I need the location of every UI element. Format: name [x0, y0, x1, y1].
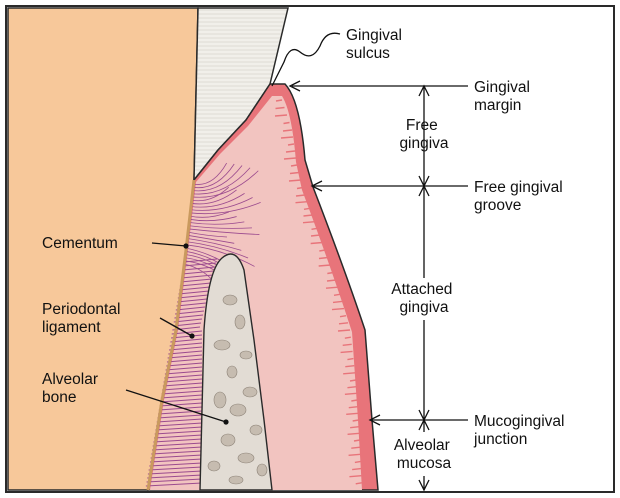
rete-peg [334, 294, 340, 295]
bone-pore [214, 340, 230, 350]
rete-peg [346, 413, 358, 414]
rete-peg [355, 461, 361, 462]
label-alveolar-mucosa: Alveolar mucosa [394, 437, 454, 472]
bone-pore [223, 295, 237, 305]
bone-pore [230, 404, 246, 416]
rete-peg [348, 433, 360, 434]
rete-peg [286, 151, 295, 152]
rete-peg [351, 400, 357, 401]
rete-peg [333, 301, 342, 302]
rete-peg [350, 380, 356, 381]
bone-pore [227, 366, 237, 378]
bone-pore [243, 387, 257, 397]
rete-peg [283, 130, 292, 131]
rete-peg [296, 195, 305, 196]
rete-peg [345, 393, 357, 394]
rete-peg [345, 337, 351, 338]
bone-pore [250, 425, 262, 435]
rete-peg [347, 387, 356, 388]
rete-peg [341, 351, 353, 352]
rete-peg [311, 235, 320, 236]
rete-peg [343, 344, 352, 345]
rete-peg [276, 108, 285, 109]
rete-peg [291, 165, 297, 166]
rete-peg [303, 222, 315, 223]
rete-peg [345, 366, 354, 367]
rete-peg [290, 173, 299, 174]
rete-peg [288, 144, 294, 145]
rete-peg [349, 407, 358, 408]
rete-peg [347, 359, 353, 360]
rete-peg [312, 228, 318, 229]
rete-peg [353, 420, 359, 421]
rete-peg [319, 265, 331, 266]
bone-pore [208, 461, 220, 471]
rete-peg [311, 243, 323, 244]
rete-peg [338, 330, 350, 331]
rete-peg [319, 250, 325, 251]
rete-peg [319, 258, 328, 259]
bone-pore [214, 392, 226, 408]
rete-peg [332, 309, 344, 310]
rete-peg [289, 180, 301, 181]
rete-peg [350, 427, 359, 428]
rete-peg [343, 373, 355, 374]
rete-peg [276, 100, 282, 101]
rete-peg [326, 287, 338, 288]
rete-peg [339, 323, 348, 324]
rete-peg [284, 123, 290, 124]
label-attached-gingiva: Attached gingiva [391, 281, 457, 316]
bone-pore [238, 453, 254, 463]
bone-pore [257, 464, 267, 476]
rete-peg [356, 483, 362, 484]
rete-peg [275, 115, 287, 116]
rete-peg [349, 454, 361, 455]
rete-peg [327, 280, 336, 281]
label-cementum: Cementum [42, 235, 118, 252]
bone-pore [240, 351, 252, 359]
rete-peg [349, 476, 361, 477]
rete-peg [296, 202, 308, 203]
rete-peg [352, 469, 361, 470]
rete-peg [340, 316, 346, 317]
label-free-gingiva: Free gingiva [399, 117, 448, 152]
rete-peg [304, 208, 310, 209]
bone-pore [221, 434, 235, 446]
bone-pore [235, 315, 245, 329]
rete-peg [327, 273, 333, 274]
rete-peg [281, 137, 293, 138]
rete-peg [304, 215, 313, 216]
rete-peg [284, 158, 296, 159]
rete-peg [297, 188, 303, 189]
rete-peg [354, 440, 360, 441]
bone-pore [229, 476, 243, 484]
rete-peg [351, 447, 360, 448]
